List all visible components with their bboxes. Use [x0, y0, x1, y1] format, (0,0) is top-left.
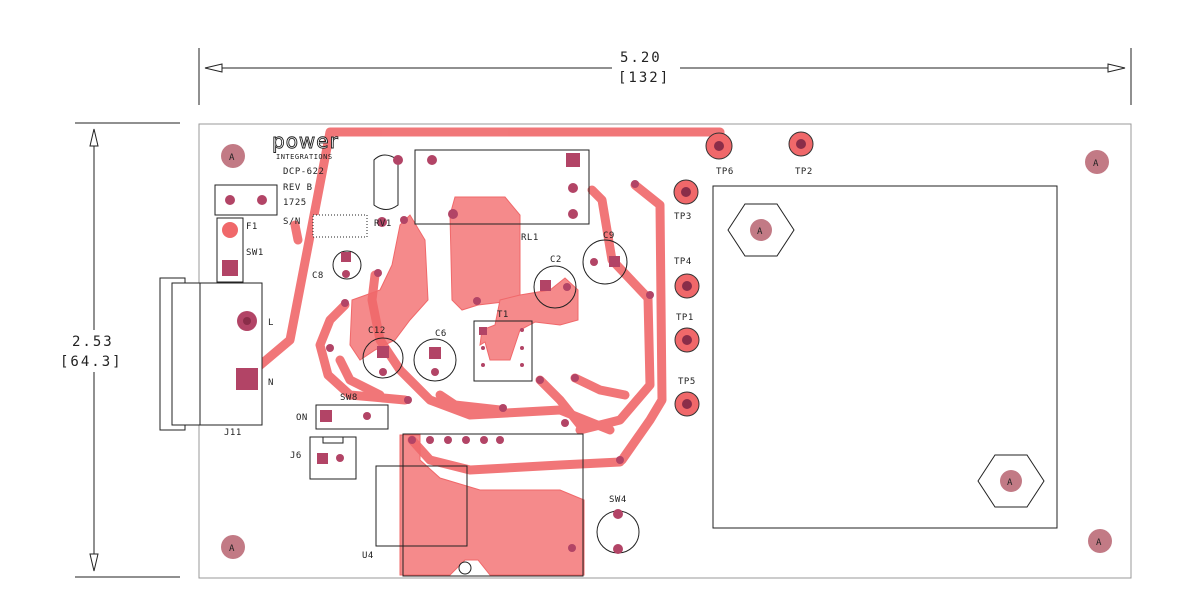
- date-code: 1725: [283, 198, 307, 208]
- switch-sw1: SW1: [216, 217, 264, 283]
- height-mm-label: [64.3]: [60, 354, 123, 370]
- switch-sw4: SW4: [596, 495, 640, 554]
- height-inches-label: 2.53: [72, 334, 114, 350]
- svg-text:F1: F1: [246, 222, 258, 232]
- part-number: DCP-622: [283, 167, 324, 177]
- serial-box: [312, 214, 368, 238]
- capacitor-c12: C12: [362, 326, 404, 379]
- svg-text:TP3: TP3: [674, 212, 692, 222]
- mounting-hole: A: [1085, 150, 1109, 174]
- test-point-tp6: TP6: [705, 132, 734, 177]
- mounting-hole: A: [221, 535, 245, 559]
- test-point-tp4: TP4: [674, 257, 700, 299]
- hex-standoff: A: [977, 454, 1045, 508]
- svg-text:RL1: RL1: [521, 233, 539, 243]
- svg-text:A: A: [1096, 538, 1102, 548]
- capacitor-c8: C8: [312, 250, 362, 281]
- svg-text:U4: U4: [362, 551, 374, 561]
- svg-text:TP2: TP2: [795, 167, 813, 177]
- mounting-hole: A: [221, 144, 245, 168]
- svg-text:A: A: [229, 544, 235, 554]
- svg-text:TP6: TP6: [716, 167, 734, 177]
- svg-text:ON: ON: [296, 413, 308, 423]
- led-sw8: SW8 ON: [296, 393, 389, 430]
- width-mm-label: [132]: [618, 70, 670, 86]
- revision: REV B: [283, 183, 313, 193]
- svg-text:A: A: [1093, 159, 1099, 169]
- svg-text:A: A: [229, 153, 235, 163]
- varistor-rv1: RV1: [373, 154, 403, 229]
- svg-text:N: N: [268, 378, 274, 388]
- svg-text:T1: T1: [497, 310, 509, 320]
- capacitor-c2: C2: [533, 255, 577, 309]
- transformer-t1: T1: [473, 310, 533, 382]
- svg-text:SW1: SW1: [246, 248, 264, 258]
- capacitor-c9: C9: [582, 231, 628, 285]
- regulator-u4: U4: [362, 433, 584, 577]
- power-logo: power: [272, 129, 339, 153]
- height-dimension: [75, 122, 180, 578]
- logo-subtitle: INTEGRATIONS: [276, 153, 333, 161]
- svg-text:TP1: TP1: [676, 313, 694, 323]
- svg-text:C9: C9: [603, 231, 615, 241]
- svg-text:J6: J6: [290, 451, 302, 461]
- connector-j6: J6: [290, 436, 357, 480]
- svg-text:SW8: SW8: [340, 393, 358, 403]
- svg-text:SW4: SW4: [609, 495, 627, 505]
- hex-standoff: A: [727, 203, 795, 257]
- test-points: TP6 TP2 TP3 TP4 TP1 TP5: [673, 131, 814, 417]
- test-point-tp5: TP5: [674, 377, 700, 417]
- heatsink-outline: [712, 185, 1058, 529]
- svg-text:RV1: RV1: [374, 219, 392, 229]
- connector-j11: L N J11: [159, 277, 274, 438]
- test-point-tp3: TP3: [673, 179, 699, 222]
- mounting-hole: A: [1088, 529, 1112, 553]
- vias: [326, 180, 654, 464]
- capacitor-c6: C6: [413, 329, 457, 382]
- svg-text:TP4: TP4: [674, 257, 692, 267]
- svg-text:L: L: [268, 318, 274, 328]
- svg-text:J11: J11: [224, 428, 242, 438]
- width-dimension: [198, 48, 1132, 105]
- test-point-tp2: TP2: [788, 131, 814, 177]
- svg-text:C8: C8: [312, 271, 324, 281]
- width-inches-label: 5.20: [620, 50, 662, 66]
- copper-pours: [349, 196, 585, 576]
- svg-text:A: A: [1007, 478, 1013, 488]
- svg-text:C6: C6: [435, 329, 447, 339]
- svg-text:A: A: [757, 227, 763, 237]
- fuse-f1: F1: [214, 184, 278, 232]
- relay-rl1: RL1: [414, 149, 590, 243]
- test-point-tp1: TP1: [674, 313, 700, 353]
- svg-text:C12: C12: [368, 326, 386, 336]
- serial-label: S/N: [283, 217, 301, 227]
- svg-text:TP5: TP5: [678, 377, 696, 387]
- svg-text:C2: C2: [550, 255, 562, 265]
